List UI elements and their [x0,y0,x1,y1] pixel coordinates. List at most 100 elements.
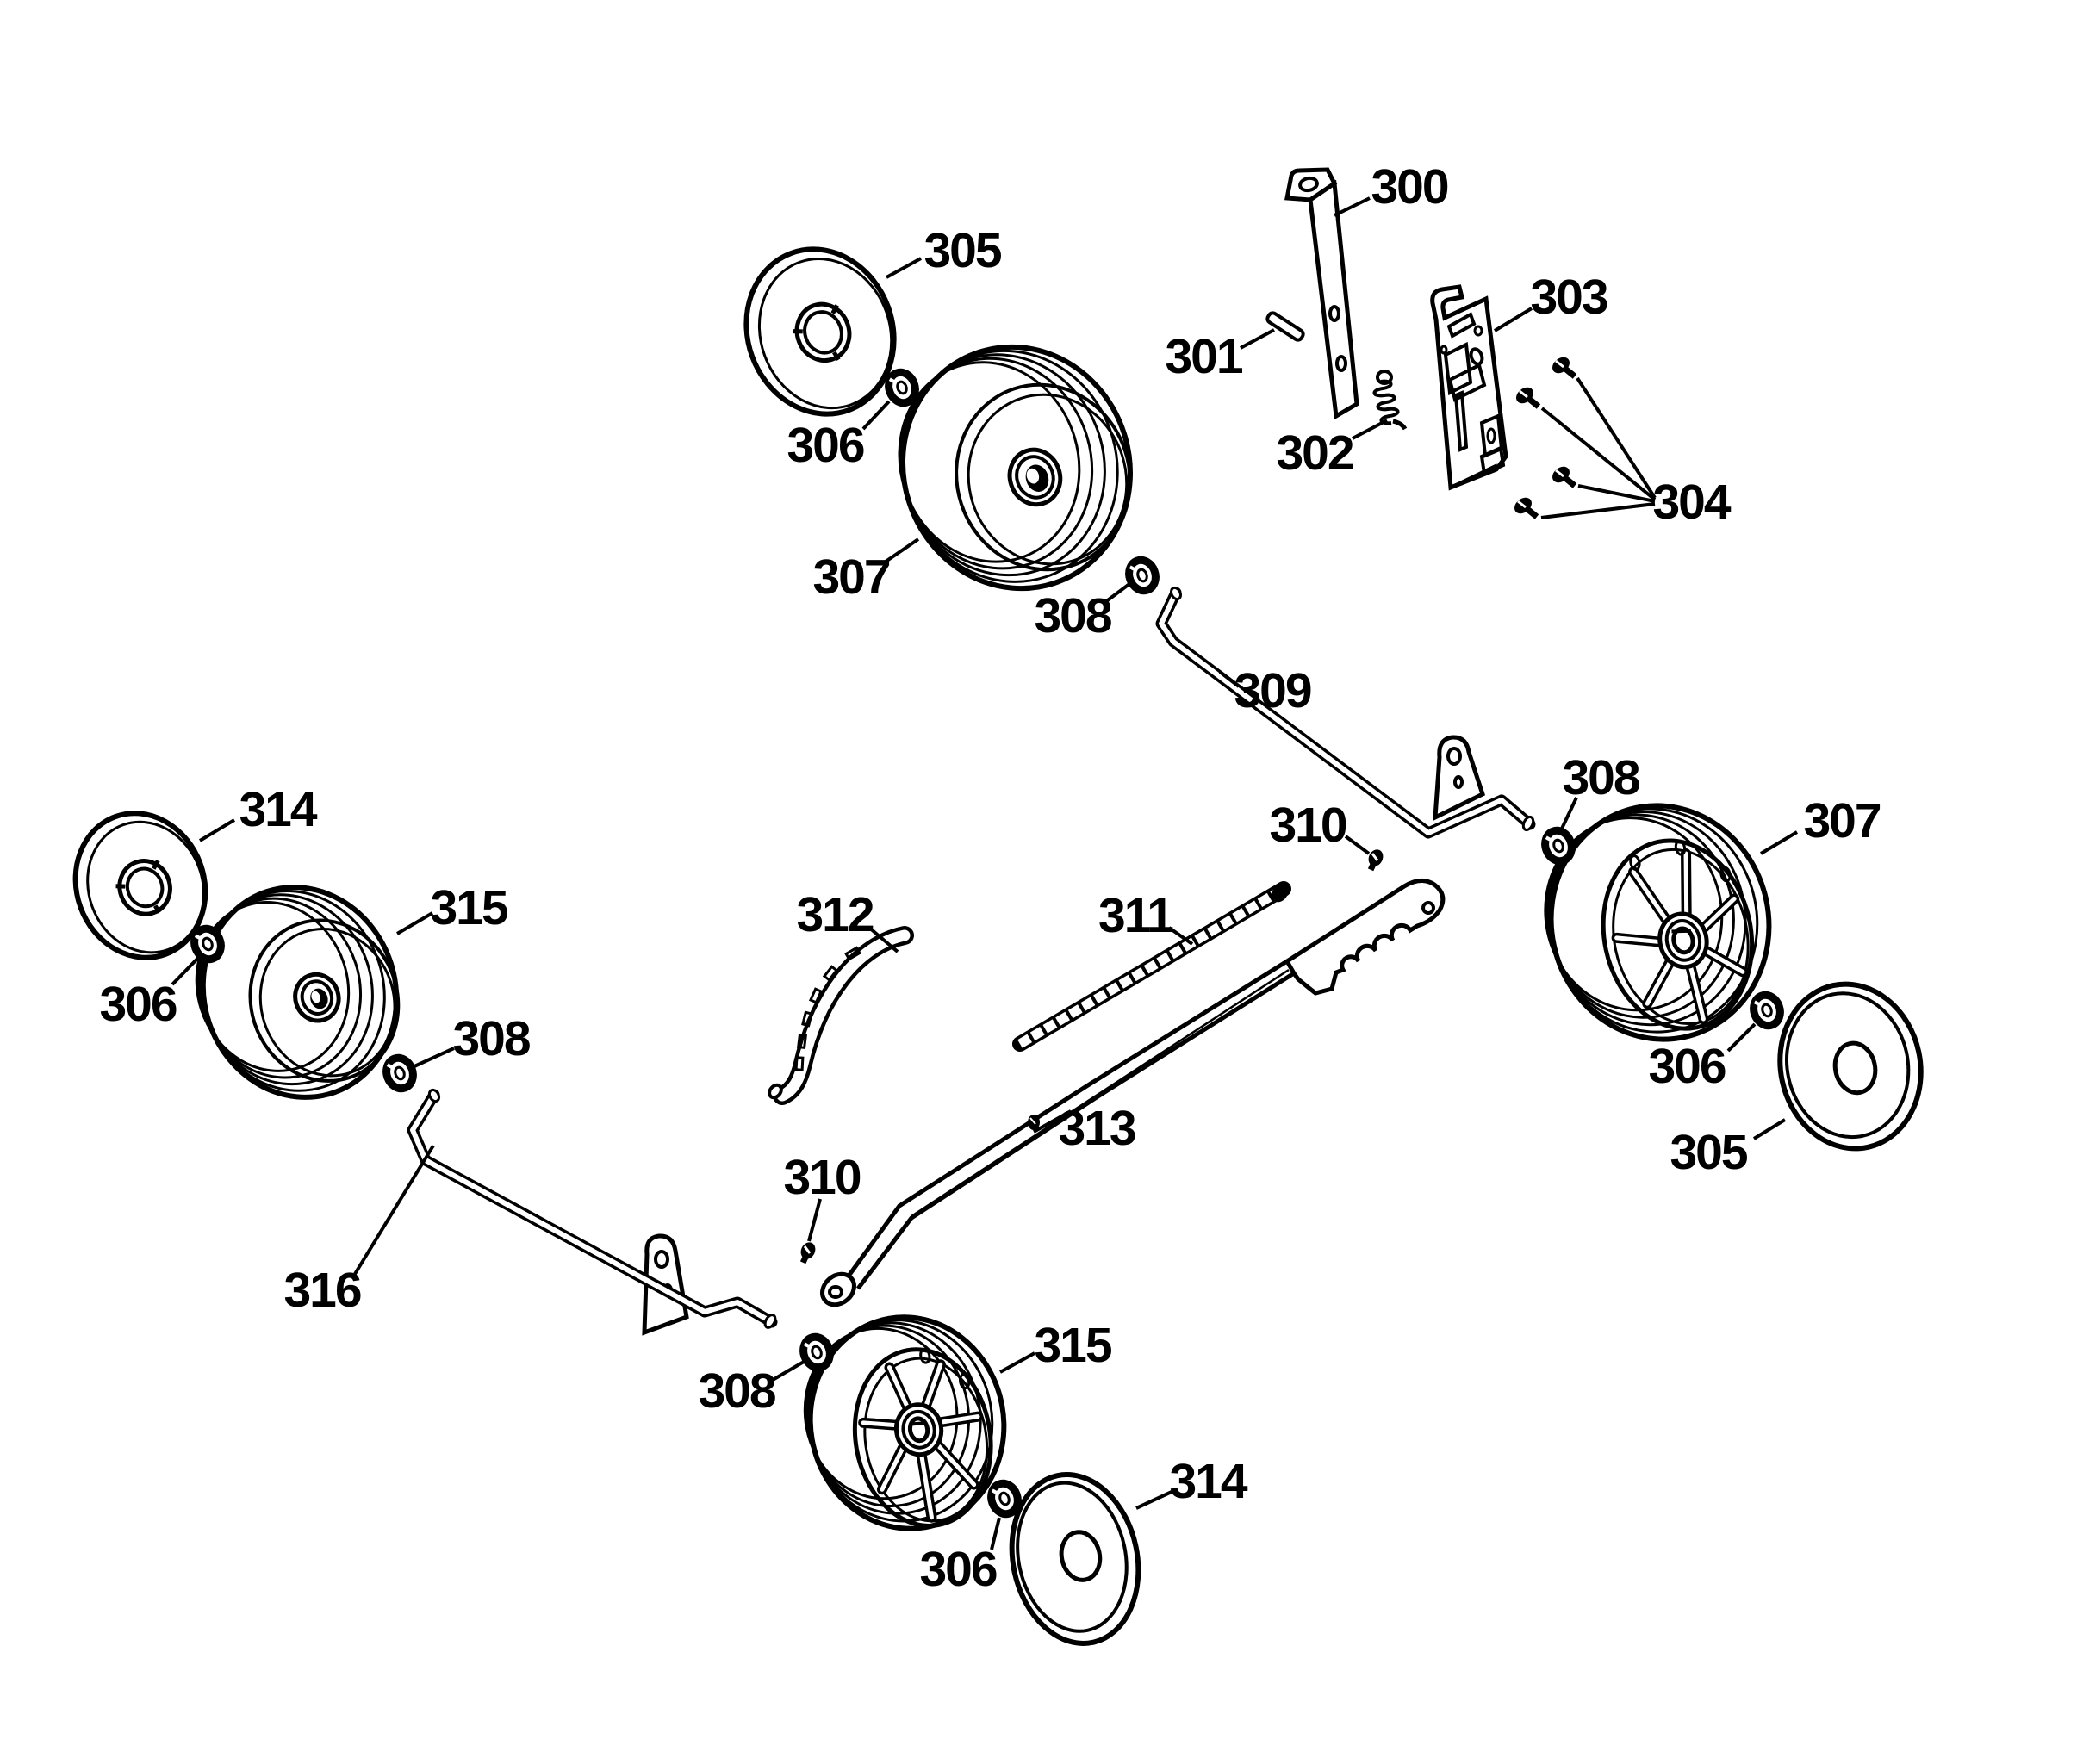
leader-line [1352,419,1388,440]
callout-305-top-left: 305 [886,223,1004,279]
screws-304 [1511,354,1575,517]
callout-301: 301 [1165,328,1275,384]
leader-line [867,926,899,953]
axle-309 [1155,586,1536,839]
leader-line [1559,797,1578,831]
callout-307-top-left-label: 307 [812,550,889,605]
callout-302: 302 [1276,419,1388,481]
leader-line [807,1198,822,1242]
callout-307-right: 307 [1759,793,1882,855]
callout-305-right-label: 305 [1670,1125,1747,1180]
leader-line [1104,582,1131,604]
pin-301 [1265,311,1305,342]
bracket-bar-300 [1284,167,1359,420]
callout-314-bottom: 314 [1135,1454,1250,1510]
callout-306-top-left-label: 306 [787,418,863,473]
leader-line [171,954,202,986]
nut-306-right [1750,991,1785,1029]
leader-line [1540,502,1656,519]
nut-308-right [1541,827,1576,865]
callout-306-top-left: 306 [787,400,891,473]
callout-309-label: 309 [1234,663,1310,718]
callout-310-upper: 310 [1269,798,1371,855]
leader-line [353,1144,435,1276]
callout-313: 313 [1033,1101,1137,1156]
callout-308-top-label: 308 [1034,588,1110,643]
callout-303-label: 303 [1530,270,1607,325]
callout-314-bottom-label: 314 [1169,1454,1247,1509]
callout-308-left: 308 [414,1011,532,1068]
callout-300-label: 300 [1371,159,1447,214]
callout-316-label: 316 [283,1263,360,1318]
callout-300: 300 [1334,159,1450,217]
callout-311: 311 [1098,888,1194,946]
callout-307-top-left: 307 [812,537,920,605]
leader-line [990,1517,1001,1550]
callout-306-right-label: 306 [1648,1039,1725,1094]
callout-309: 309 [1218,663,1313,718]
hubcap-305-top-left [743,246,897,417]
leader-line [414,1047,455,1068]
leader-line [1240,328,1275,350]
callout-305-top-left-label: 305 [923,223,1001,278]
nut-306-bottom [987,1480,1023,1518]
callout-308-right: 308 [1559,750,1641,831]
leader-line [1726,1022,1757,1053]
callout-308-bottom: 308 [698,1360,805,1419]
wheel-315-bottom [803,1314,1007,1531]
leader-line [1334,196,1371,217]
toothed-rack-312 [768,926,914,1105]
callout-316: 316 [283,1144,435,1318]
latch-plate-303 [1430,284,1508,491]
leader-line [1759,830,1799,855]
leader-line [771,1360,805,1382]
leader-line [1540,407,1657,501]
leader-line [1135,1490,1172,1510]
leader-line [886,257,922,279]
callout-303: 303 [1493,270,1609,332]
callout-308-top: 308 [1034,582,1131,643]
callout-315-bottom: 315 [999,1318,1114,1374]
wheel-307-right [1544,803,1772,1042]
hubcap-305-right [1777,981,1924,1152]
callout-306-bottom: 306 [919,1517,1001,1597]
callout-306-bottom-label: 306 [919,1542,996,1597]
leader-line [1218,670,1241,688]
callout-306-left-label: 306 [99,977,176,1032]
callout-308-bottom-label: 308 [698,1363,774,1419]
nut-306-top-left [885,369,920,407]
leader-line [861,400,891,431]
callout-313-label: 313 [1058,1101,1135,1156]
bolt-310-lower [797,1239,819,1265]
hubcap-314-left [72,811,208,960]
callout-310-upper-label: 310 [1269,798,1346,853]
leader-line [395,911,434,935]
callout-306-right: 306 [1648,1022,1757,1094]
nut-308-bottom [799,1333,835,1371]
callout-308-left-label: 308 [452,1011,529,1066]
callout-312: 312 [796,887,899,953]
callout-305-right: 305 [1670,1118,1787,1180]
leader-line [1167,926,1194,946]
callout-314-left-label: 314 [239,782,317,837]
leader-line [1493,307,1533,332]
leader-line [1576,376,1657,500]
leader-line [198,818,236,842]
callout-315-bottom-label: 315 [1034,1318,1111,1373]
callout-301-label: 301 [1165,329,1242,384]
callout-315-left: 315 [395,880,510,935]
nut-308-top [1125,556,1160,594]
threaded-rod-311 [1012,881,1291,1052]
callout-307-right-label: 307 [1803,793,1880,848]
leader-line [999,1351,1035,1374]
nut-308-left [382,1054,418,1092]
callout-304: 304 [1540,376,1733,530]
axle-316 [407,1088,778,1336]
callout-304-label: 304 [1652,475,1731,530]
callout-315-left-label: 315 [430,880,507,935]
wheel-307-top-left [898,344,1133,592]
callout-314-left: 314 [198,782,320,842]
callout-310-lower: 310 [783,1150,862,1242]
callout-302-label: 302 [1276,425,1353,481]
